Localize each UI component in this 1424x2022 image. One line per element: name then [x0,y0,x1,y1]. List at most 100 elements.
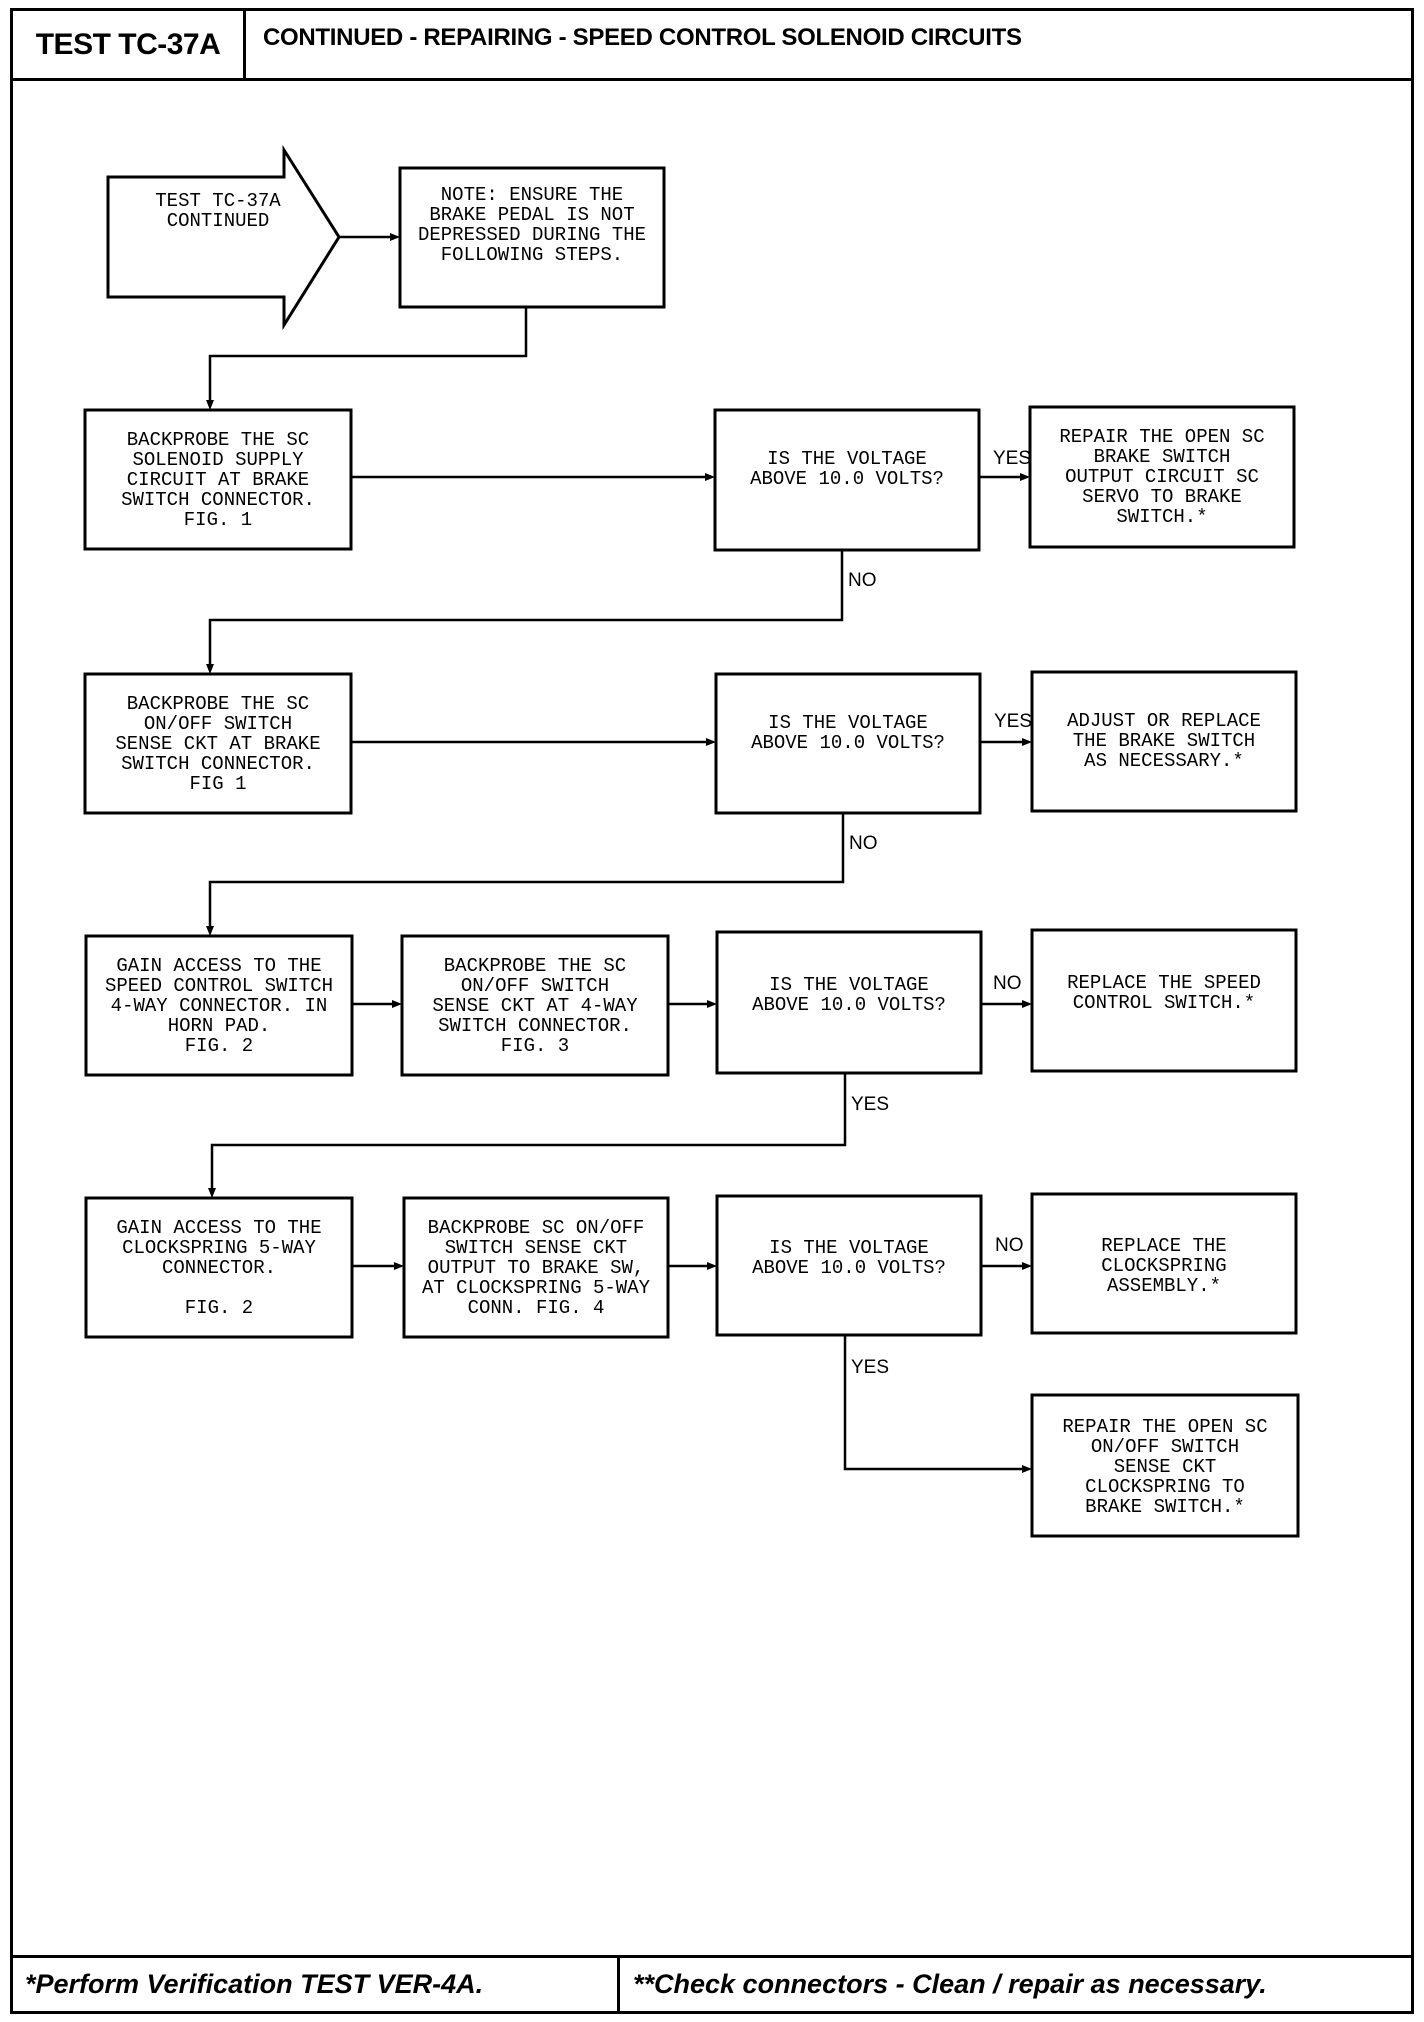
question2-box [714,672,982,815]
arrowhead [394,1262,404,1270]
box-text-line: FIG. 2 [185,1297,253,1319]
box-text-line: DEPRESSED DURING THE [418,224,646,246]
box-text-line: IS THE VOLTAGE [769,974,929,996]
box-text-line: FIG. 1 [184,509,252,531]
arrowhead [208,1188,216,1198]
arrowhead [206,400,214,410]
step2-box [83,672,353,815]
box-text-line: GAIN ACCESS TO THE [116,1217,321,1239]
box-text-line: BACKPROBE THE SC [127,693,309,715]
box-text-line: ABOVE 10.0 VOLTS? [751,732,945,754]
box-text-line: SWITCH CONNECTOR. [121,753,315,775]
step4a-box [84,1196,354,1339]
box-text-line: AS NECESSARY.* [1084,750,1244,772]
arrowhead [1022,1000,1032,1008]
box-text-line: IS THE VOLTAGE [769,1237,929,1259]
connector-q1-step2 [208,550,844,666]
box-text-line: REPLACE THE SPEED [1067,972,1261,994]
label-yes-q4: YES [851,1357,889,1378]
box-text-line: NOTE: ENSURE THE [441,184,623,206]
result3-box [1030,928,1298,1073]
step4b-box [402,1196,670,1339]
label-yes-q1: YES [993,448,1031,469]
box-text-line: FIG 1 [189,773,246,795]
connector-q3-step4a [210,1073,847,1190]
arrowhead [1022,738,1032,746]
box-text-line: SWITCH CONNECTOR. [438,1015,632,1037]
connector-q2-step3a [208,813,845,928]
box-text-line: SENSE CKT AT 4-WAY [432,995,638,1017]
box-text-line: SENSE CKT [1114,1456,1217,1478]
question1-box [713,408,981,552]
box-text-line: SWITCH.* [1116,506,1207,528]
box-text-line: IS THE VOLTAGE [767,448,927,470]
box-text-line: ABOVE 10.0 VOLTS? [750,468,944,490]
label-no-q2: NO [849,833,878,854]
box-text-line: REPAIR THE OPEN SC [1062,1416,1267,1438]
box-text-line: FIG. 2 [185,1035,253,1057]
box-text-line: BRAKE SWITCH.* [1085,1496,1245,1518]
box-text-line: CLOCKSPRING TO [1085,1476,1245,1498]
note-box [398,166,666,309]
box-text-line: CONNECTOR. [162,1257,276,1279]
box-text-line: 4-WAY CONNECTOR. IN [111,995,328,1017]
label-yes-q3: YES [851,1094,889,1115]
box-text-line: SPEED CONTROL SWITCH [105,975,333,997]
box-text-line: ABOVE 10.0 VOLTS? [752,1257,946,1279]
box-text-line: BACKPROBE THE SC [127,429,309,451]
box-text-line: BACKPROBE THE SC [444,955,626,977]
result1-box [1028,405,1296,549]
box-text-line: BRAKE SWITCH [1094,446,1231,468]
connector-q4-r5 [843,1335,1026,1471]
arrowhead [390,233,400,241]
box-text-line: FIG. 3 [501,1035,569,1057]
question4-box [715,1194,983,1337]
box-text-line: ON/OFF SWITCH [1091,1436,1239,1458]
box-text-line: REPLACE THE [1101,1235,1226,1257]
box-text-line: ON/OFF SWITCH [144,713,292,735]
box-text-line: CONN. FIG. 4 [468,1297,605,1319]
footer-note-verification: *Perform Verification TEST VER-4A. [13,1958,620,2011]
label-yes-q2: YES [994,711,1032,732]
test-id: TEST TC-37A [13,11,246,78]
box-text-line: AT CLOCKSPRING 5-WAY [422,1277,651,1299]
question3-box [715,930,983,1075]
footer: *Perform Verification TEST VER-4A. **Che… [13,1955,1411,2011]
box-text-line: BACKPROBE SC ON/OFF [428,1217,645,1239]
step3b-box [400,934,670,1077]
start-arrow-shape [106,144,341,331]
arrowhead [707,1000,717,1008]
arrowhead [206,664,214,674]
box-text-line: OUTPUT TO BRAKE SW, [428,1257,645,1279]
box-text-line: ON/OFF SWITCH [461,975,609,997]
box-text-line: ABOVE 10.0 VOLTS? [752,994,946,1016]
result2-box [1030,670,1298,813]
box-text-line: CLOCKSPRING 5-WAY [122,1237,316,1259]
box-text-line: SWITCH CONNECTOR. [121,489,315,511]
box-text-line: TEST TC-37A [155,190,281,212]
label-no-q3: NO [993,973,1022,994]
arrowhead [706,738,716,746]
box-text-line: HORN PAD. [168,1015,271,1037]
header: TEST TC-37A CONTINUED - REPAIRING - SPEE… [13,11,1411,81]
box-text-line: CONTINUED [167,210,270,232]
arrowhead [707,1262,717,1270]
box-text-line: SERVO TO BRAKE [1082,486,1242,508]
box-text-line: CIRCUIT AT BRAKE [127,469,309,491]
box-text-line: FOLLOWING STEPS. [441,244,623,266]
box-text-line: OUTPUT CIRCUIT SC [1065,466,1259,488]
label-no-q1: NO [848,570,877,591]
